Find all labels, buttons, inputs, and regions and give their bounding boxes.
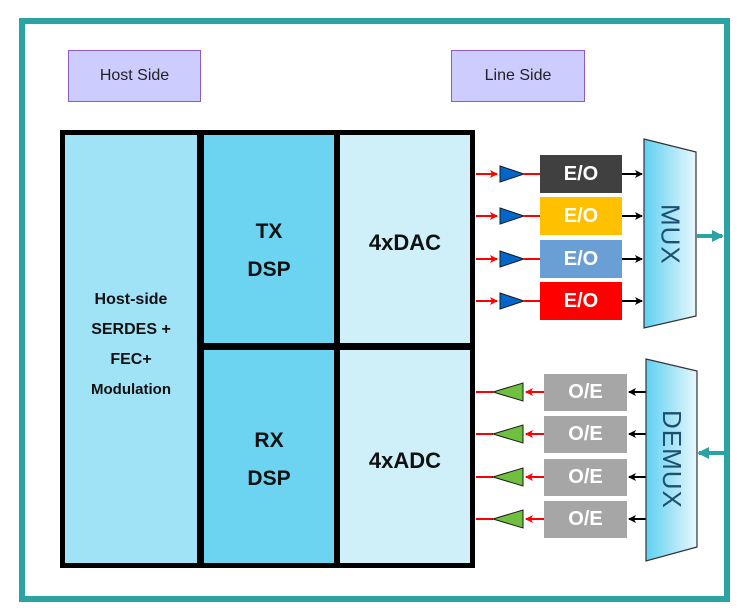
rx-dsp-block: RX DSP	[204, 350, 334, 563]
tx-amplifier-icon	[499, 165, 526, 183]
host-side-label: Host Side	[68, 50, 201, 102]
mux-shape	[643, 138, 697, 329]
dac-label: 4xDAC	[368, 230, 442, 255]
host-line-1: Host-side	[94, 291, 168, 308]
eo-converter-2: E/O	[540, 197, 622, 235]
tx-amplifier-icon	[499, 250, 526, 268]
oe-converter-1: O/E	[544, 374, 627, 411]
tx-dsp-line-1: TX	[255, 220, 283, 243]
rx-dsp-line-2: DSP	[247, 467, 291, 490]
eo-converter-3: E/O	[540, 240, 622, 278]
eo-converter-4: E/O	[540, 282, 622, 320]
rx-amplifier-icon	[491, 467, 524, 487]
host-serdes-block: Host-side SERDES + FEC+ Modulation	[65, 135, 197, 563]
tx-dsp-line-2: DSP	[247, 258, 291, 281]
tx-amplifier-icon	[499, 207, 526, 225]
tx-amplifier-icon	[499, 292, 526, 310]
eo-converter-1: E/O	[540, 155, 622, 193]
oe-converter-2: O/E	[544, 416, 627, 453]
host-line-3: FEC+	[110, 351, 152, 368]
host-line-4: Modulation	[91, 381, 171, 398]
rx-dsp-line-1: RX	[254, 429, 284, 452]
demux-label: DEMUX	[657, 409, 687, 509]
dsp-chip-block: Host-side SERDES + FEC+ Modulation TX DS…	[60, 130, 475, 568]
host-line-2: SERDES +	[91, 321, 171, 338]
rx-amplifier-icon	[491, 509, 524, 529]
adc-label: 4xADC	[368, 448, 442, 473]
mux-label: MUX	[655, 203, 686, 265]
oe-converter-3: O/E	[544, 459, 627, 496]
rx-amplifier-icon	[491, 424, 524, 444]
dac-block: 4xDAC	[340, 135, 470, 343]
demux-shape	[645, 358, 698, 562]
line-side-label: Line Side	[451, 50, 585, 102]
adc-block: 4xADC	[340, 350, 470, 563]
oe-converter-4: O/E	[544, 501, 627, 538]
tx-dsp-block: TX DSP	[204, 135, 334, 343]
rx-amplifier-icon	[491, 382, 524, 402]
